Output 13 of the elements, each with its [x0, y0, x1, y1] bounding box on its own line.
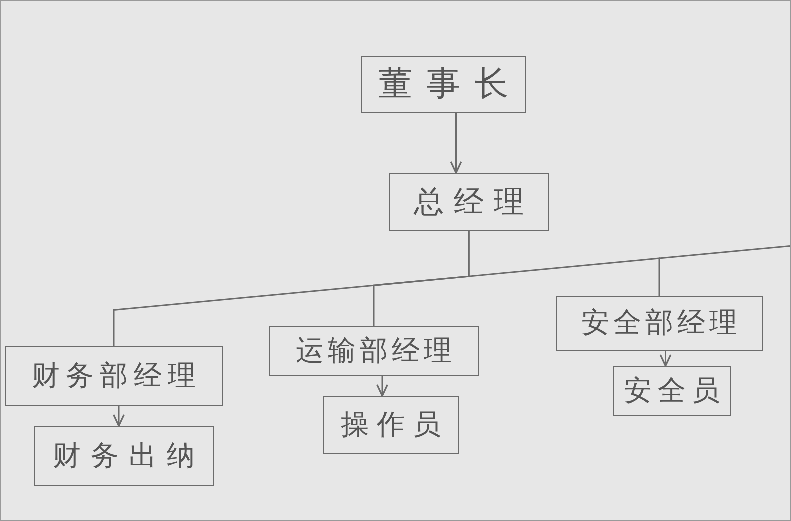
- position-box: 总经理: [389, 173, 549, 231]
- position-box: 操作员: [323, 396, 459, 454]
- connector-line: [468, 231, 660, 296]
- arrow: [660, 351, 672, 367]
- position-box: 安全部经理: [556, 296, 763, 351]
- position-box: 董事长: [361, 56, 526, 113]
- arrow: [376, 376, 389, 397]
- position-box: 安全员: [613, 366, 731, 416]
- position-box: 运输部经理: [269, 326, 479, 376]
- position-box: 财务部经理: [5, 346, 223, 406]
- arrow: [112, 406, 126, 427]
- arrow: [450, 113, 462, 174]
- position-box: 财务出纳: [34, 426, 214, 486]
